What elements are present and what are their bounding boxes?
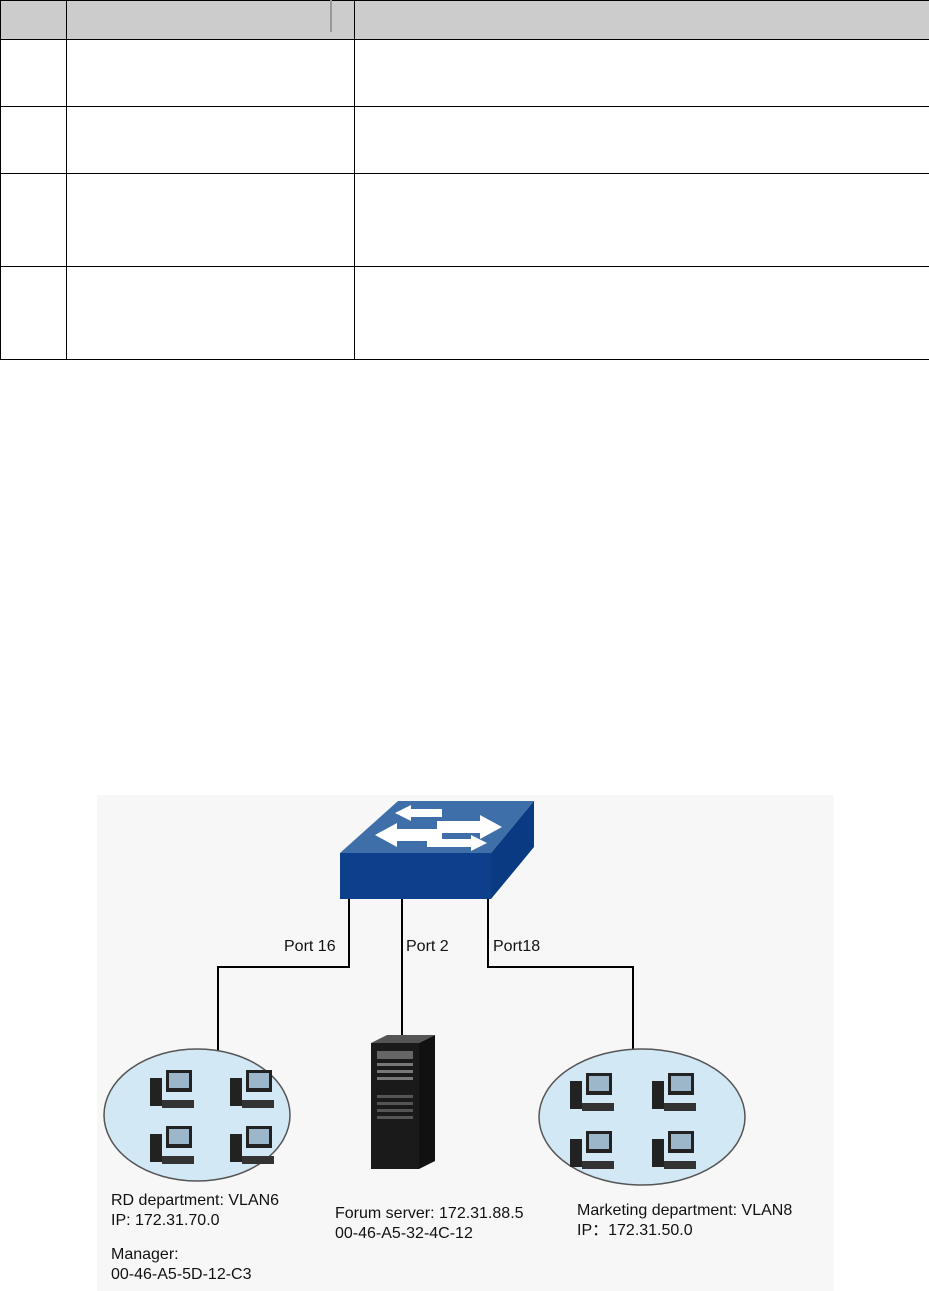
table-cell	[0, 173, 67, 267]
table-cell	[0, 39, 67, 107]
port-18-label: Port18	[493, 938, 541, 955]
pc-icon	[230, 1070, 274, 1108]
table-cell	[0, 106, 67, 174]
marketing-department-group	[538, 1048, 746, 1186]
port-16-label: Port 16	[284, 938, 336, 955]
table-cell	[354, 173, 929, 267]
header-divider	[330, 0, 332, 32]
table-cell	[0, 266, 67, 360]
link-port16	[217, 897, 350, 1053]
table-header-operation	[66, 0, 355, 40]
table-header-description	[354, 0, 929, 40]
marketing-department-ip: IP：172.31.50.0	[577, 1222, 693, 1239]
table-cell	[354, 266, 929, 360]
pc-icon	[652, 1073, 696, 1111]
connection-lines	[217, 897, 634, 1053]
table-cell	[66, 39, 355, 107]
manager-label: Manager:	[111, 1246, 179, 1263]
rd-department-group	[103, 1048, 291, 1182]
link-port18	[487, 897, 634, 1053]
pc-icon	[230, 1126, 274, 1164]
forum-server-name: Forum server: 172.31.88.5	[335, 1205, 524, 1222]
rd-department-ip: IP: 172.31.70.0	[111, 1212, 220, 1229]
pc-icon	[150, 1126, 194, 1164]
table-cell	[354, 39, 929, 107]
pc-icon	[150, 1070, 194, 1108]
table-cell	[66, 266, 355, 360]
table-cell	[66, 173, 355, 267]
server-icon	[371, 1035, 435, 1169]
config-steps-table	[0, 0, 929, 360]
manager-mac: 00-46-A5-5D-12-C3	[111, 1266, 252, 1283]
table-cell	[354, 106, 929, 174]
table-cell	[66, 106, 355, 174]
forum-server-mac: 00-46-A5-32-4C-12	[335, 1225, 473, 1242]
table-row	[0, 173, 929, 267]
switch-icon	[340, 801, 534, 899]
pc-icon	[570, 1131, 614, 1169]
table-row	[0, 266, 929, 360]
marketing-department-name: Marketing department: VLAN8	[577, 1202, 793, 1219]
table-row	[0, 106, 929, 174]
table-header-step	[0, 0, 67, 40]
pc-icon	[652, 1131, 696, 1169]
diagram-graphics	[103, 801, 746, 1186]
table-header-row	[0, 0, 929, 40]
pc-icon	[570, 1073, 614, 1111]
rd-department-name: RD department: VLAN6	[111, 1192, 280, 1209]
table-row	[0, 39, 929, 107]
port-2-label: Port 2	[406, 938, 449, 955]
network-topology-diagram: Port 16 Port 2 Port18 RD department: VLA…	[97, 795, 834, 1291]
